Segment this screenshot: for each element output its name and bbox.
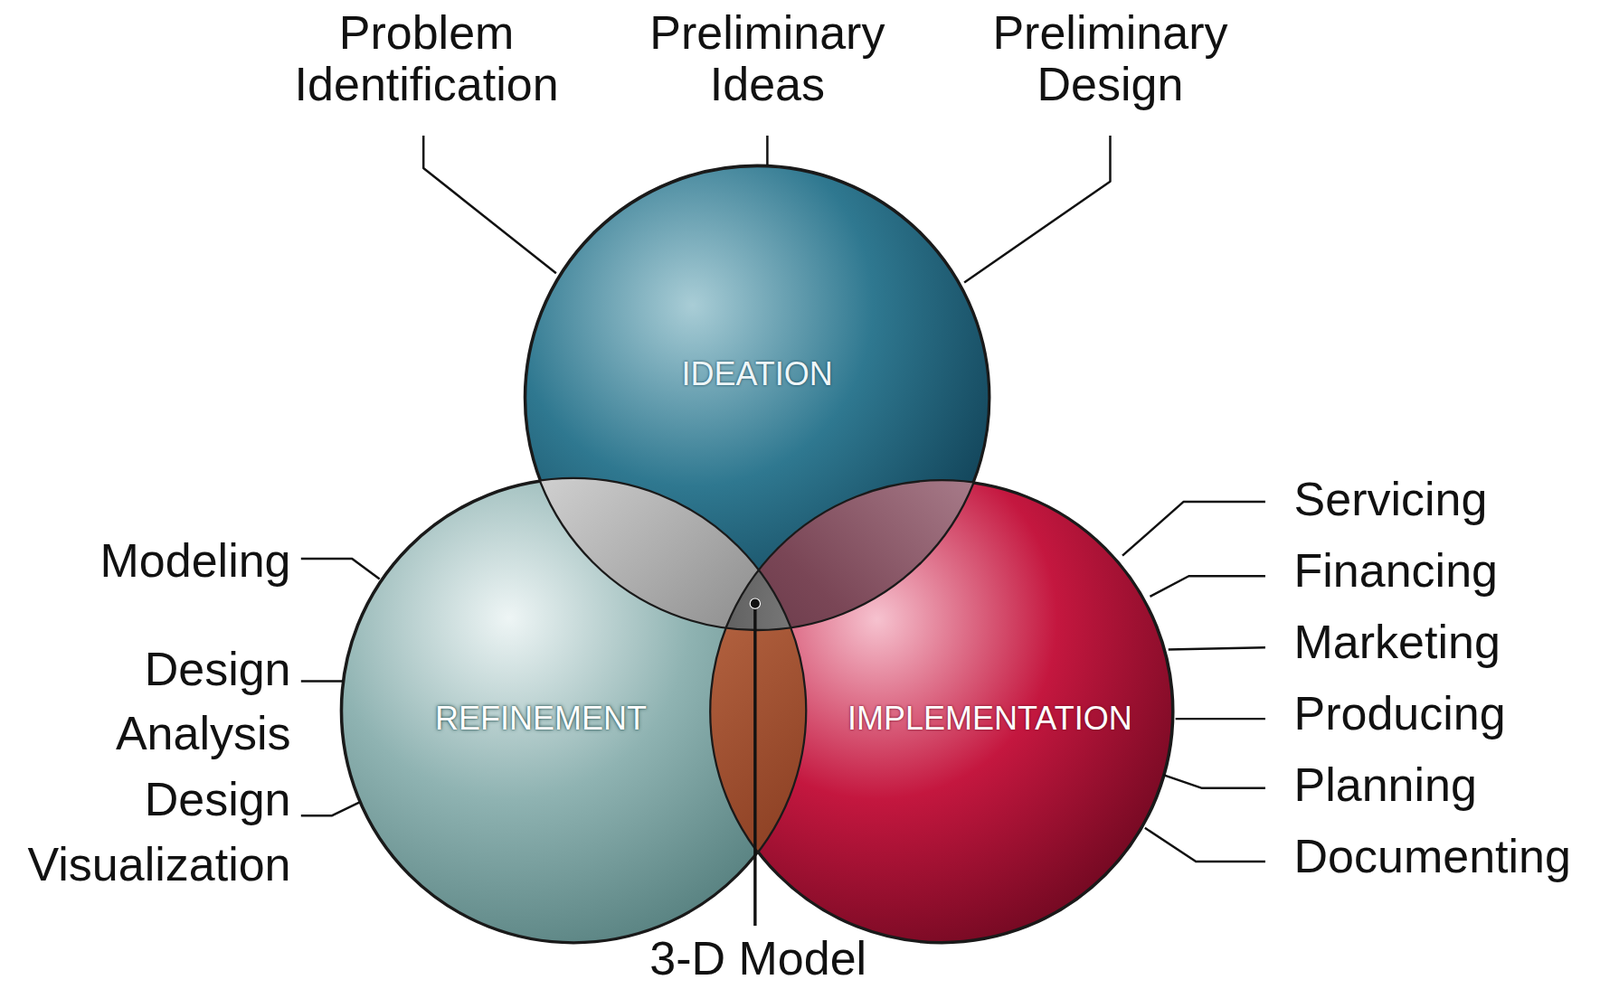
label-box: Modeling [100,534,292,589]
overlap-lens [710,480,1174,944]
center-overlap-inner [710,480,1174,944]
leader-line [1145,828,1266,862]
label-box: Financing [1294,544,1498,599]
leader-line [301,803,360,817]
callout-label: Preliminary Ideas [622,7,914,111]
label-box: Marketing [1294,615,1501,671]
callout-label: Financing [1294,544,1498,599]
label-box: Preliminary Ideas [622,7,914,111]
leader-line [964,135,1110,283]
leader-line [1168,647,1266,650]
callout-label: Documenting [1294,830,1572,885]
callout-label: Planning [1294,758,1477,814]
lens-fill [710,480,1174,944]
sphere-label: REFINEMENT [435,700,647,739]
label-box: Design Visualization [9,767,291,897]
callout-label: Design Analysis [82,637,291,767]
leader-line [1175,718,1266,720]
leader-line [1122,501,1266,557]
center-pointer-line [753,604,757,927]
callout-label: Marketing [1294,615,1501,671]
callout-label: Producing [1294,687,1506,742]
leader-lines [301,135,1266,862]
label-box: Design Analysis [82,637,291,767]
label-box: Documenting [1294,830,1572,885]
label-box: 3-D Model [649,935,867,983]
center-fill [710,480,1174,944]
label-box: Preliminary Design [965,7,1257,111]
callout-label: Servicing [1294,473,1488,528]
center-overlap [710,480,1174,944]
sphere-label: IMPLEMENTATION [847,700,1133,739]
center-pointer-dot [749,598,760,609]
sphere-outlines [340,165,1174,945]
callout-label: Preliminary Design [965,7,1257,111]
label-box: Problem Identification [281,7,573,111]
leader-line [1149,576,1265,597]
callout-label: 3-D Model [649,935,867,983]
sphere-outline [710,480,1174,944]
sphere-outline [340,478,806,944]
label-box: Producing [1294,687,1506,742]
callout-label: Design Visualization [9,767,291,897]
leader-line [301,680,343,682]
sphere-label: IDEATION [681,355,833,394]
lens-fill [710,480,1174,944]
callout-label: Problem Identification [281,7,573,111]
leader-line [1163,775,1266,789]
leader-line [301,558,380,580]
callout-label: Modeling [100,534,292,589]
overlap-lens [710,480,1174,944]
leader-line [423,135,557,274]
leader-line [766,135,768,166]
sphere-outline [524,165,990,631]
label-box: Servicing [1294,473,1488,528]
label-box: Planning [1294,758,1477,814]
